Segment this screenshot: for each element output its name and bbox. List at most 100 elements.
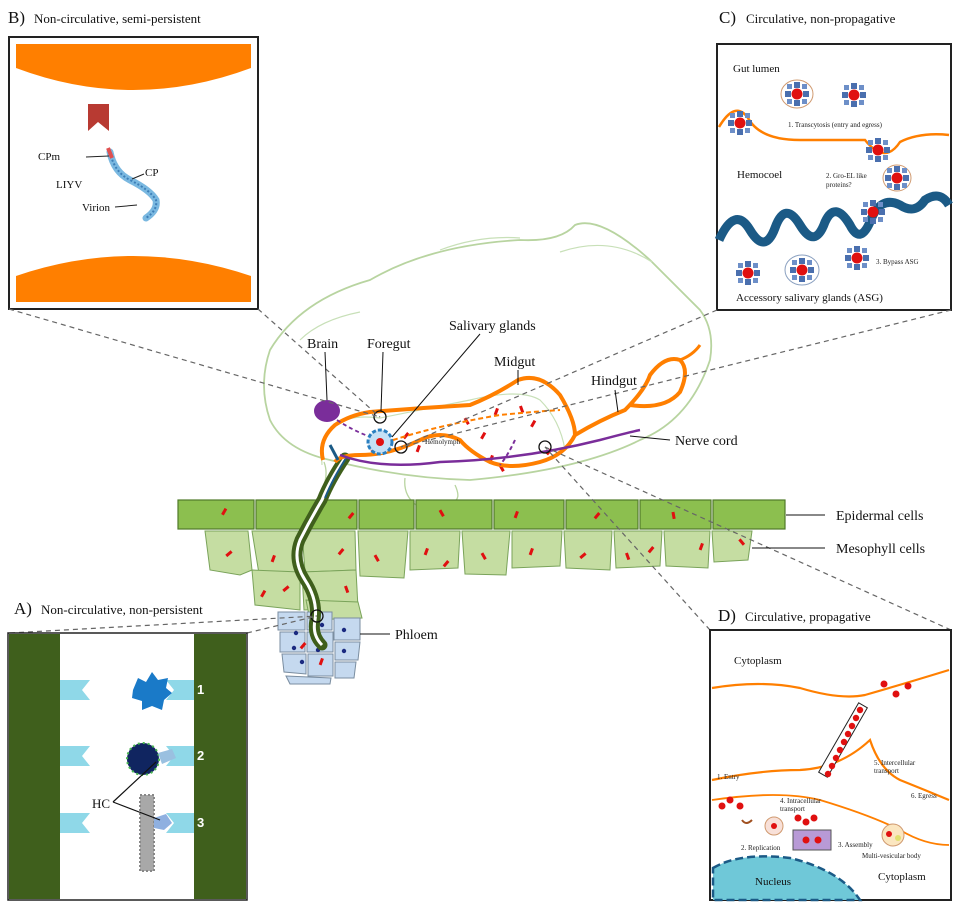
virus-dots xyxy=(221,405,746,666)
phloem-cell xyxy=(285,675,332,685)
a-number-1: 1 xyxy=(197,682,204,697)
foregut-label: Foregut xyxy=(367,337,411,352)
c-step2-line1: 2. Gro-EL like xyxy=(826,172,867,180)
asg-label: Accessory salivary glands (ASG) xyxy=(736,292,883,304)
cpm-label: CPm xyxy=(38,151,60,163)
asg-membrane xyxy=(714,191,953,247)
insect-outline xyxy=(263,222,713,481)
c-virus-particle xyxy=(785,82,809,106)
panel-c: C) Circulative, non-propagative Gut lume… xyxy=(714,8,953,311)
c-vesicle xyxy=(882,164,912,192)
phloem-cell xyxy=(281,653,307,675)
mesophyll-label: Mesophyll cells xyxy=(836,542,925,557)
d-cytoplasm-bottom: Cytoplasm xyxy=(878,871,926,883)
panel-b: B) Non-circulative, semi-persistent CPm … xyxy=(8,8,259,310)
hemocoel-label: Hemocoel xyxy=(737,169,782,181)
d-replication: 2. Replication xyxy=(741,844,781,852)
c-step2-line2: proteins? xyxy=(826,181,852,189)
cpm-tip xyxy=(106,147,114,159)
c-virus-particle xyxy=(885,166,909,190)
mesophyll-cell xyxy=(511,530,563,569)
c-vesicle xyxy=(784,254,820,286)
insect-labels: Brain Foregut Salivary glands Midgut Hin… xyxy=(307,319,738,449)
mesophyll-cell xyxy=(251,569,301,611)
phloem-cell xyxy=(277,611,306,631)
c-vesicle xyxy=(780,79,814,109)
mesophyll-cell xyxy=(563,530,613,571)
binding-site-marker xyxy=(88,104,109,131)
brain-node xyxy=(314,400,340,422)
d-cytoplasm-top: Cytoplasm xyxy=(734,655,782,667)
hc-label: HC xyxy=(92,796,110,811)
liyv-label: LIYV xyxy=(56,179,82,191)
phloem-label: Phloem xyxy=(395,628,438,643)
foregut-marker xyxy=(373,410,387,424)
c-virus-particle xyxy=(790,258,814,282)
hindgut-tract xyxy=(573,357,687,437)
d-nucleus: Nucleus xyxy=(755,876,791,888)
c-step1: 1. Transcytosis (entry and egress) xyxy=(788,121,883,129)
receptor-right-1 xyxy=(166,680,194,700)
c-virus-particle xyxy=(728,111,752,135)
receptor-right-2 xyxy=(166,746,194,766)
callout-lines xyxy=(8,308,952,634)
d-egress: 6. Egress xyxy=(911,792,937,800)
a-number-3: 3 xyxy=(197,815,204,830)
cell-membrane-bottom xyxy=(711,738,950,802)
a-number-2: 2 xyxy=(197,748,204,763)
epidermal-cell xyxy=(415,499,493,530)
panel-c-title: Circulative, non-propagative xyxy=(746,11,896,26)
stylet-wall-left xyxy=(9,634,60,899)
panel-d-letter: D) xyxy=(718,606,736,625)
midgut-marker xyxy=(538,440,552,454)
epidermal-cell xyxy=(177,499,255,530)
plant-tissue xyxy=(177,499,786,685)
d-mvb: Multi-vesicular body xyxy=(862,852,921,860)
stylet-lower-wall xyxy=(16,256,251,302)
midgut-label: Midgut xyxy=(494,355,535,370)
d-intracellular-2: transport xyxy=(780,805,805,813)
mesophyll-cell xyxy=(711,530,753,563)
salivary-marker xyxy=(394,440,408,454)
mesophyll-cell xyxy=(461,530,511,576)
brain-label: Brain xyxy=(307,337,338,352)
c-step3: 3. Bypass ASG xyxy=(876,258,919,266)
receptor-right-3 xyxy=(166,813,194,833)
panel-d: D) Circulative, propagative Cytoplasm 1.… xyxy=(709,606,952,902)
receptor-left-1 xyxy=(60,680,90,700)
panel-a-title: Non-circulative, non-persistent xyxy=(41,602,203,617)
panel-a: A) Non-circulative, non-persistent 1 2 3… xyxy=(7,599,248,901)
mesophyll-cell xyxy=(357,530,409,579)
panel-a-letter: A) xyxy=(14,599,32,618)
receptor-left-2 xyxy=(60,746,90,766)
cell-membrane-top xyxy=(711,668,950,698)
d-entry: 1. Entry xyxy=(717,773,740,781)
virion-label: Virion xyxy=(82,202,111,214)
replication-factory xyxy=(792,829,832,851)
stylet-canal xyxy=(295,457,347,647)
stylet-upper-wall xyxy=(16,44,251,90)
epidermal-cell xyxy=(639,499,712,530)
nerve-cord-line xyxy=(339,428,641,467)
d-assembly: 3. Assembly xyxy=(838,841,873,849)
mesophyll-cell xyxy=(409,530,461,571)
d-intracellular-1: 4. Intracellular xyxy=(780,797,822,805)
panel-b-letter: B) xyxy=(8,8,25,27)
hemolymph-label: Hemolymph xyxy=(425,438,460,446)
phloem-cell xyxy=(334,641,361,661)
c-virus-particle xyxy=(861,200,885,224)
receptor-left-3 xyxy=(60,813,90,833)
panel-b-title: Non-circulative, semi-persistent xyxy=(34,11,201,26)
nerve-cord-label: Nerve cord xyxy=(675,434,738,449)
panel-d-title: Circulative, propagative xyxy=(745,609,871,624)
hemolymph-path xyxy=(392,409,561,441)
virus-1 xyxy=(132,672,172,710)
gut-lumen-label: Gut lumen xyxy=(733,63,780,75)
hindgut-label: Hindgut xyxy=(591,374,637,389)
salivary-glands-label: Salivary glands xyxy=(449,319,536,334)
d-intercellular-2: transport xyxy=(874,767,899,775)
epidermal-label: Epidermal cells xyxy=(836,509,923,524)
epidermal-cell xyxy=(358,499,415,530)
